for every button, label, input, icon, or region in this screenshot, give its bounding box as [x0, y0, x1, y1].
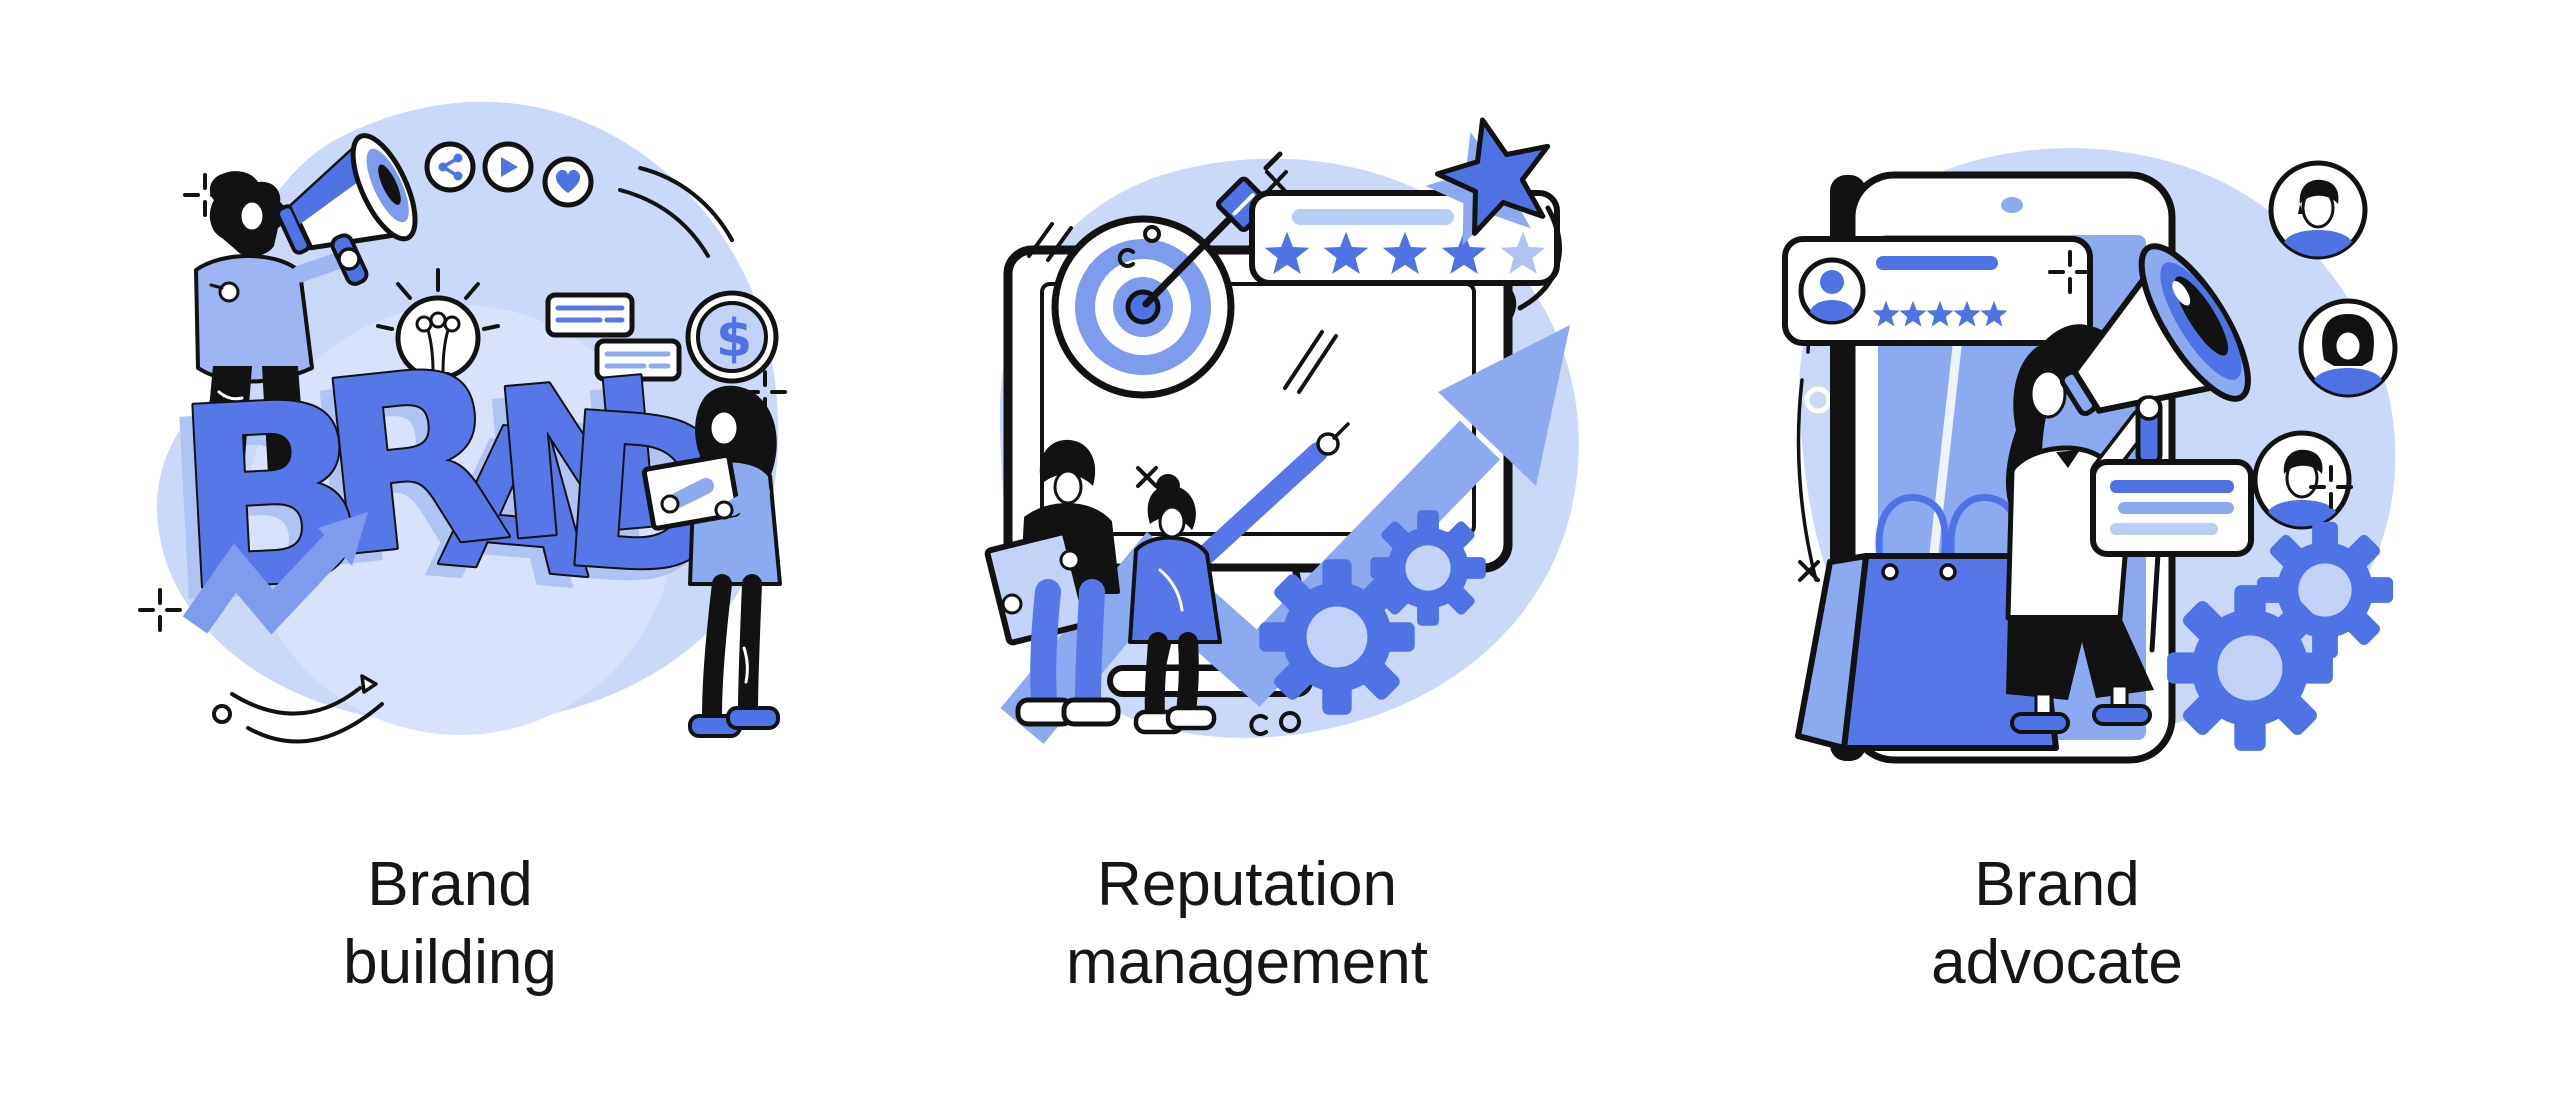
- rating-title-bar: [1292, 209, 1454, 225]
- illustration-reputation-management: [984, 40, 1579, 744]
- woman-pointing-figure: [1128, 422, 1350, 735]
- man-hair: [1039, 439, 1096, 486]
- woman-leg: [1144, 632, 1168, 724]
- woman-shoe: [1165, 705, 1217, 731]
- man-leg-right: [262, 366, 306, 474]
- man-arm-raised: [291, 251, 349, 283]
- heart-icon: [542, 156, 594, 208]
- review-card: [1782, 236, 2093, 346]
- decorative-marks: [1027, 170, 1338, 736]
- gear-icon: [2167, 585, 2333, 751]
- growth-arrow-icon: [182, 512, 368, 635]
- megaphone-icon: [276, 133, 418, 286]
- shopping-bag-icon: [1795, 493, 2059, 751]
- target-with-dart-icon: [1051, 151, 1283, 399]
- gear-icon: [1259, 559, 1415, 715]
- user-avatar-icon: [2268, 160, 2368, 260]
- man-hand: [218, 281, 240, 303]
- woman-shoe: [2092, 704, 2152, 726]
- svg-text:A: A: [434, 383, 604, 622]
- woman-face: [1158, 505, 1186, 539]
- caption-line: Reputation: [1097, 850, 1397, 919]
- caption-line: Brand: [367, 850, 533, 919]
- woman-face: [2029, 369, 2067, 419]
- user-avatar-icon: [2298, 298, 2398, 398]
- woman-leg-left: [702, 574, 732, 726]
- woman-arm: [670, 478, 714, 508]
- woman-pants: [2006, 615, 2154, 700]
- man-hand: [1059, 549, 1081, 571]
- phone-camera-dot: [2001, 197, 2023, 213]
- man-with-megaphone-figure: [194, 133, 418, 474]
- caption-reputation-management: Reputation management: [937, 846, 1557, 1002]
- woman-hand: [660, 494, 680, 514]
- man-face: [1053, 469, 1083, 505]
- background-inner-disc: [245, 305, 675, 735]
- woman-leg: [1176, 632, 1199, 722]
- man-leg: [1030, 579, 1061, 713]
- decor-circle: [1804, 386, 1832, 414]
- man-leg: [1075, 579, 1105, 713]
- man-leg-left: [203, 366, 252, 472]
- woman-leg-right: [738, 574, 762, 720]
- svg-text:R: R: [307, 314, 520, 612]
- review-title-bar: [1876, 256, 1998, 270]
- gear-icon: [1370, 510, 1486, 626]
- underline-arcs: [212, 674, 384, 744]
- man-face: [238, 199, 266, 233]
- motion-lines: [618, 166, 734, 258]
- svg-text:A: A: [420, 395, 590, 634]
- woman-hand: [2136, 395, 2162, 421]
- illustration-brand-building: $ B R A N D: [138, 101, 787, 744]
- woman-shoe: [726, 706, 780, 730]
- svg-text:N: N: [483, 333, 677, 588]
- caption-line: building: [343, 928, 557, 997]
- megaphone-icon: [2059, 243, 2251, 467]
- dollar-sign: $: [716, 309, 752, 369]
- caption-brand-advocate: Brand advocate: [1747, 846, 2367, 1002]
- man-with-clipboard-figure: [984, 439, 1121, 727]
- woman-shoe: [2010, 712, 2070, 734]
- caption-line: Brand: [1974, 850, 2140, 919]
- lightbulb-icon: [376, 268, 500, 394]
- user-avatar-icon: [2252, 430, 2352, 530]
- caption-line: advocate: [1931, 928, 2183, 997]
- caption-line: management: [1066, 928, 1428, 997]
- man-shoe: [1061, 697, 1121, 727]
- sparkle-icon: [1798, 250, 2353, 582]
- woman-face: [708, 409, 740, 447]
- illustration-brand-advocate: [1782, 148, 2398, 764]
- man-hand: [1001, 593, 1023, 615]
- man-hand-on-handle: [337, 247, 361, 271]
- chat-bubble-icon: [2090, 459, 2254, 653]
- share-icon: [424, 141, 476, 193]
- dollar-coin-icon: $: [685, 290, 779, 384]
- woman-with-tablet-figure: [641, 385, 782, 738]
- caption-brand-building: Brand building: [140, 846, 760, 1002]
- play-icon: [482, 141, 534, 193]
- woman-arm2: [724, 484, 770, 516]
- svg-text:N: N: [469, 345, 663, 600]
- star-badge-icon: [1415, 106, 1563, 320]
- chat-bubble-icon: [545, 292, 682, 382]
